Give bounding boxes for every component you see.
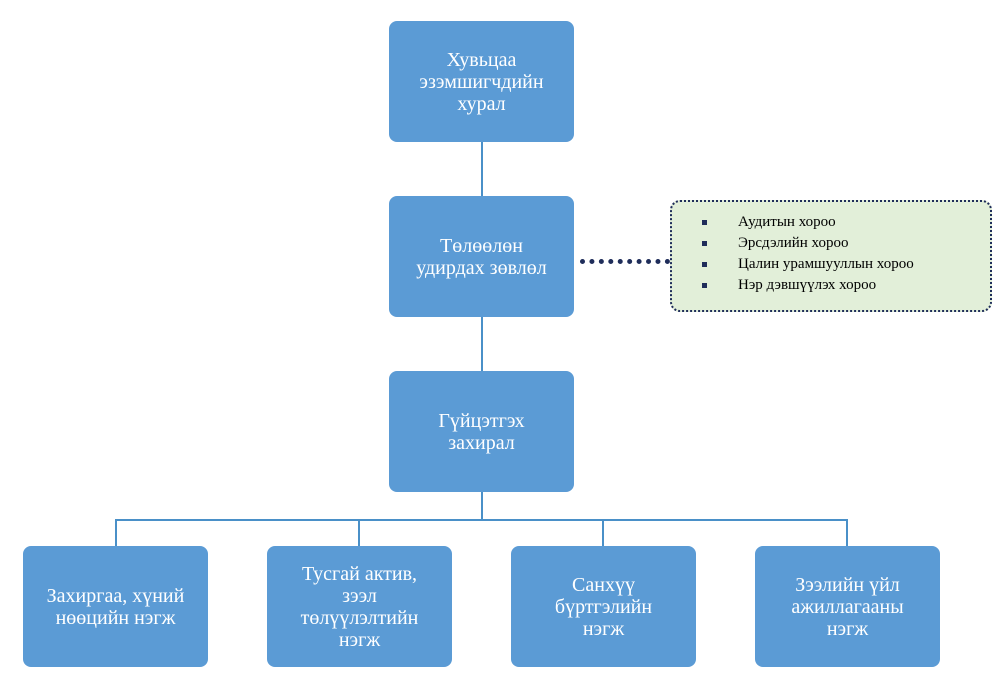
connector-to-unit-1 [115, 519, 117, 546]
committee-label: Эрсдэлийн хороо [738, 235, 849, 251]
square-bullet-icon [702, 241, 707, 246]
connector-horizontal-bus [115, 519, 848, 521]
committees-box: Аудитын хороо Эрсдэлийн хороо Цалин урам… [670, 200, 992, 312]
node-accounting-unit: Санхүү бүртгэлийн нэгж [511, 546, 696, 667]
committee-item: Нэр дэвшүүлэх хороо [700, 275, 980, 296]
square-bullet-icon [702, 220, 707, 225]
connector-board-to-ceo [481, 317, 483, 371]
committee-item: Аудитын хороо [700, 212, 980, 233]
committee-item: Эрсдэлийн хороо [700, 233, 980, 254]
committee-label: Аудитын хороо [738, 214, 836, 230]
square-bullet-icon [702, 262, 707, 267]
square-bullet-icon [702, 283, 707, 288]
node-special-assets-unit: Тусгай актив, зээл төлүүлэлтийн нэгж [267, 546, 452, 667]
committee-item: Цалин урамшууллын хороо [700, 254, 980, 275]
committees-list: Аудитын хороо Эрсдэлийн хороо Цалин урам… [700, 212, 980, 296]
node-board-of-directors: Төлөөлөн удирдах зөвлөл [389, 196, 574, 317]
committee-label: Цалин урамшууллын хороо [738, 256, 914, 272]
connector-to-unit-2 [358, 519, 360, 546]
connector-to-unit-3 [602, 519, 604, 546]
node-shareholders-meeting: Хувьцаа эзэмшигчдийн хурал [389, 21, 574, 142]
board-committee-dotted-link [580, 259, 670, 264]
connector-ceo-down [481, 492, 483, 520]
connector-meeting-to-board [481, 142, 483, 196]
node-loan-operations-unit: Зээлийн үйл ажиллагааны нэгж [755, 546, 940, 667]
node-admin-hr-unit: Захиргаа, хүний нөөцийн нэгж [23, 546, 208, 667]
node-ceo: Гүйцэтгэх захирал [389, 371, 574, 492]
connector-to-unit-4 [846, 519, 848, 546]
committee-label: Нэр дэвшүүлэх хороо [738, 277, 877, 293]
